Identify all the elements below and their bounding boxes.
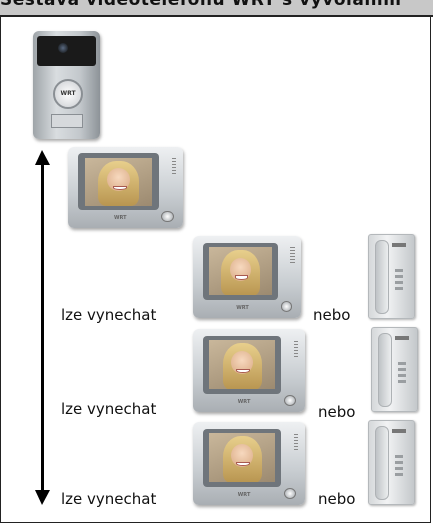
handset-image [368, 420, 415, 505]
main-monitor-image: WRT [68, 147, 183, 228]
name-plate [51, 114, 83, 128]
additional-monitor-image: WRT [193, 422, 305, 505]
door-bell-button: WRT [53, 79, 83, 109]
arrow-down-icon [35, 490, 50, 505]
camera-lens [58, 43, 68, 53]
additional-monitor-image: WRT [193, 329, 305, 412]
connection-line [41, 160, 44, 495]
optional-label: lze vynechat [61, 490, 157, 508]
door-station-image: WRT [33, 31, 100, 139]
monitor-brand: WRT [114, 215, 127, 222]
header-banner: Sestava videotelefonu WRT s vyvoláním [0, 0, 433, 17]
handset-image [368, 234, 415, 319]
or-label: nebo [318, 403, 356, 421]
arrow-up-icon [35, 150, 50, 165]
additional-monitor-image: WRT [193, 236, 301, 318]
optional-label: lze vynechat [61, 306, 157, 324]
or-label: nebo [318, 490, 356, 508]
or-label: nebo [313, 306, 351, 324]
optional-label: lze vynechat [61, 400, 157, 418]
header-banner-text: Sestava videotelefonu WRT s vyvoláním [0, 0, 402, 10]
handset-image [371, 327, 418, 412]
